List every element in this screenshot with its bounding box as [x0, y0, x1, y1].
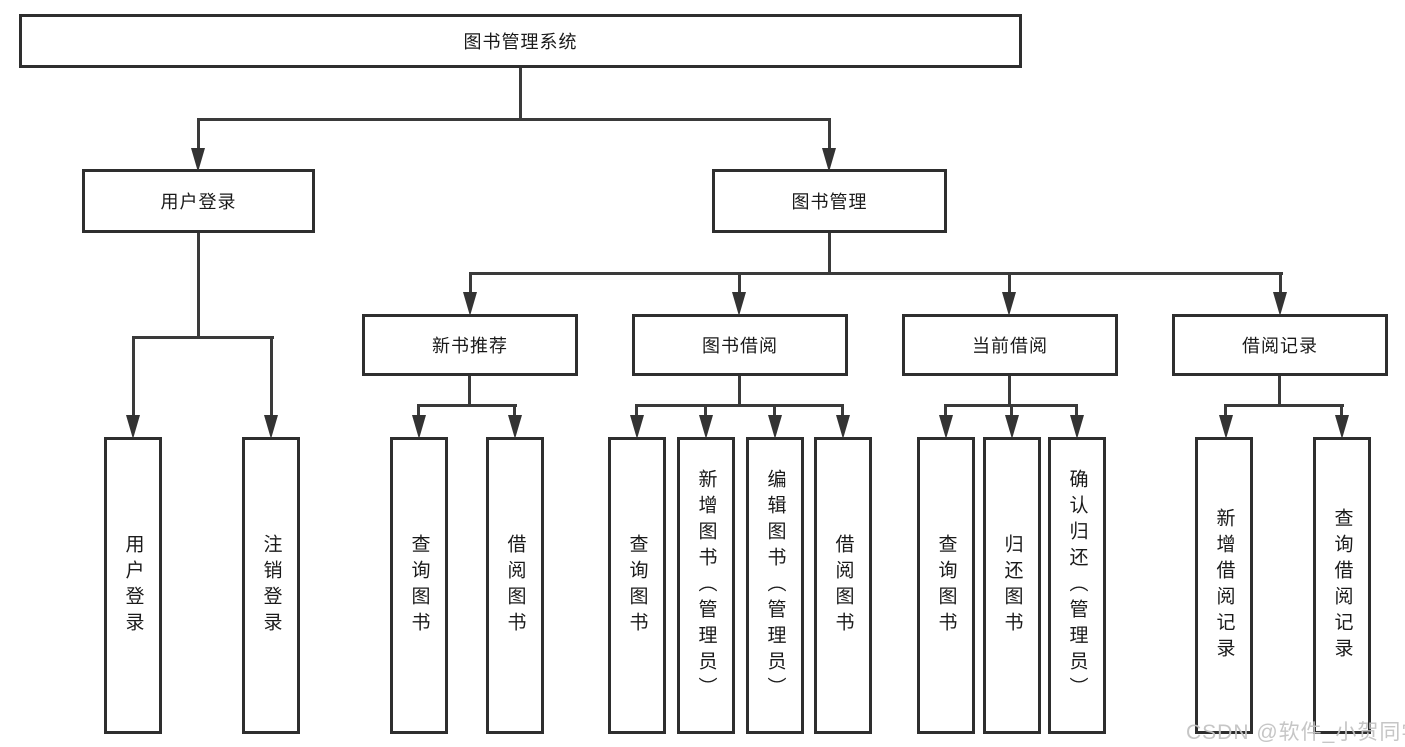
connector-line: [270, 336, 273, 416]
connector-line: [417, 404, 517, 407]
connector-line: [841, 404, 844, 418]
leaf-borrow-books: 借阅图书: [814, 437, 872, 734]
connector-line: [828, 233, 831, 275]
connector-line: [1340, 404, 1343, 418]
connector-line: [1224, 404, 1344, 407]
arrowhead-icon: [1219, 415, 1233, 439]
arrowhead-icon: [699, 415, 713, 439]
connector-line: [132, 336, 274, 339]
arrowhead-icon: [836, 415, 850, 439]
connector-line: [417, 404, 420, 418]
leaf-confirm-return-admin: 确认归还（管理员）: [1048, 437, 1106, 734]
connector-line: [197, 233, 200, 337]
leaf-logout: 注销登录: [242, 437, 300, 734]
connector-line: [704, 404, 707, 418]
arrowhead-icon: [264, 415, 278, 439]
leaf-edit-books-admin: 编辑图书（管理员）: [746, 437, 804, 734]
node-new-book-recommend: 新书推荐: [362, 314, 578, 376]
node-borrow-records: 借阅记录: [1172, 314, 1388, 376]
connector-line: [1008, 272, 1011, 296]
connector-line: [519, 68, 522, 118]
node-user-login: 用户登录: [82, 169, 315, 233]
node-book-borrow: 图书借阅: [632, 314, 848, 376]
arrowhead-icon: [939, 415, 953, 439]
arrowhead-icon: [822, 148, 836, 172]
connector-line: [469, 272, 472, 296]
arrowhead-icon: [768, 415, 782, 439]
arrowhead-icon: [1273, 292, 1287, 316]
connector-line: [1075, 404, 1078, 418]
leaf-query-books-current: 查询图书: [917, 437, 975, 734]
connector-line: [197, 118, 831, 121]
connector-line: [1278, 376, 1281, 407]
connector-line: [132, 336, 135, 416]
leaf-user-login: 用户登录: [104, 437, 162, 734]
node-root-library-management-system: 图书管理系统: [19, 14, 1022, 68]
arrowhead-icon: [463, 292, 477, 316]
node-book-management: 图书管理: [712, 169, 947, 233]
arrowhead-icon: [1335, 415, 1349, 439]
connector-line: [738, 376, 741, 407]
connector-line: [738, 272, 741, 296]
connector-line: [944, 404, 947, 418]
connector-line: [197, 118, 200, 152]
node-current-borrow: 当前借阅: [902, 314, 1118, 376]
connector-line: [1224, 404, 1227, 418]
connector-line: [468, 376, 471, 407]
connector-line: [513, 404, 516, 418]
leaf-query-books-recommend: 查询图书: [390, 437, 448, 734]
connector-line: [635, 404, 638, 418]
connector-line: [773, 404, 776, 418]
connector-line: [1279, 272, 1282, 296]
connector-line: [1010, 404, 1013, 418]
arrowhead-icon: [630, 415, 644, 439]
arrowhead-icon: [508, 415, 522, 439]
csdn-watermark: CSDN @软件_小贺同学: [1186, 721, 1405, 744]
arrowhead-icon: [412, 415, 426, 439]
connector-line: [469, 272, 1283, 275]
arrowhead-icon: [732, 292, 746, 316]
connector-line: [828, 118, 831, 152]
leaf-return-books: 归还图书: [983, 437, 1041, 734]
leaf-query-borrow-record: 查询借阅记录: [1313, 437, 1371, 734]
leaf-query-books-borrow: 查询图书: [608, 437, 666, 734]
leaf-add-books-admin: 新增图书（管理员）: [677, 437, 735, 734]
arrowhead-icon: [1002, 292, 1016, 316]
leaf-borrow-books-recommend: 借阅图书: [486, 437, 544, 734]
connector-line: [1008, 376, 1011, 407]
arrowhead-icon: [191, 148, 205, 172]
arrowhead-icon: [1070, 415, 1084, 439]
connector-line: [635, 404, 844, 407]
arrowhead-icon: [126, 415, 140, 439]
leaf-add-borrow-record: 新增借阅记录: [1195, 437, 1253, 734]
arrowhead-icon: [1005, 415, 1019, 439]
